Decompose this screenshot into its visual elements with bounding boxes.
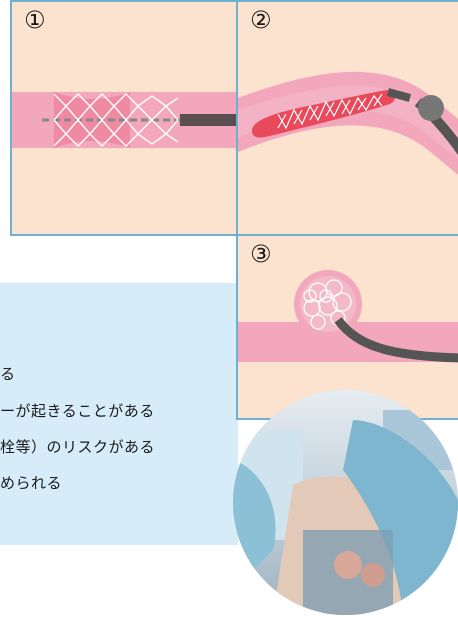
step-number-1: ① xyxy=(24,8,46,32)
procedure-photo-illustration xyxy=(233,390,458,615)
note-line-3: 栓等）のリスクがある xyxy=(0,436,155,457)
panel-step-2: ② xyxy=(236,0,458,236)
stent-delivery-illustration xyxy=(238,2,458,236)
step-number-3: ③ xyxy=(250,242,272,266)
step-number-2: ② xyxy=(250,8,272,32)
note-line-1: る xyxy=(0,363,16,384)
panel-step-1: ① xyxy=(10,0,240,236)
note-line-2: ーが起きることがある xyxy=(0,400,155,421)
note-line-4: められる xyxy=(0,472,62,493)
stent-expanded-illustration xyxy=(12,2,240,236)
medical-procedure-photo xyxy=(233,390,458,615)
explanation-note-box: る ーが起きることがある 栓等）のリスクがある められる xyxy=(0,283,238,545)
